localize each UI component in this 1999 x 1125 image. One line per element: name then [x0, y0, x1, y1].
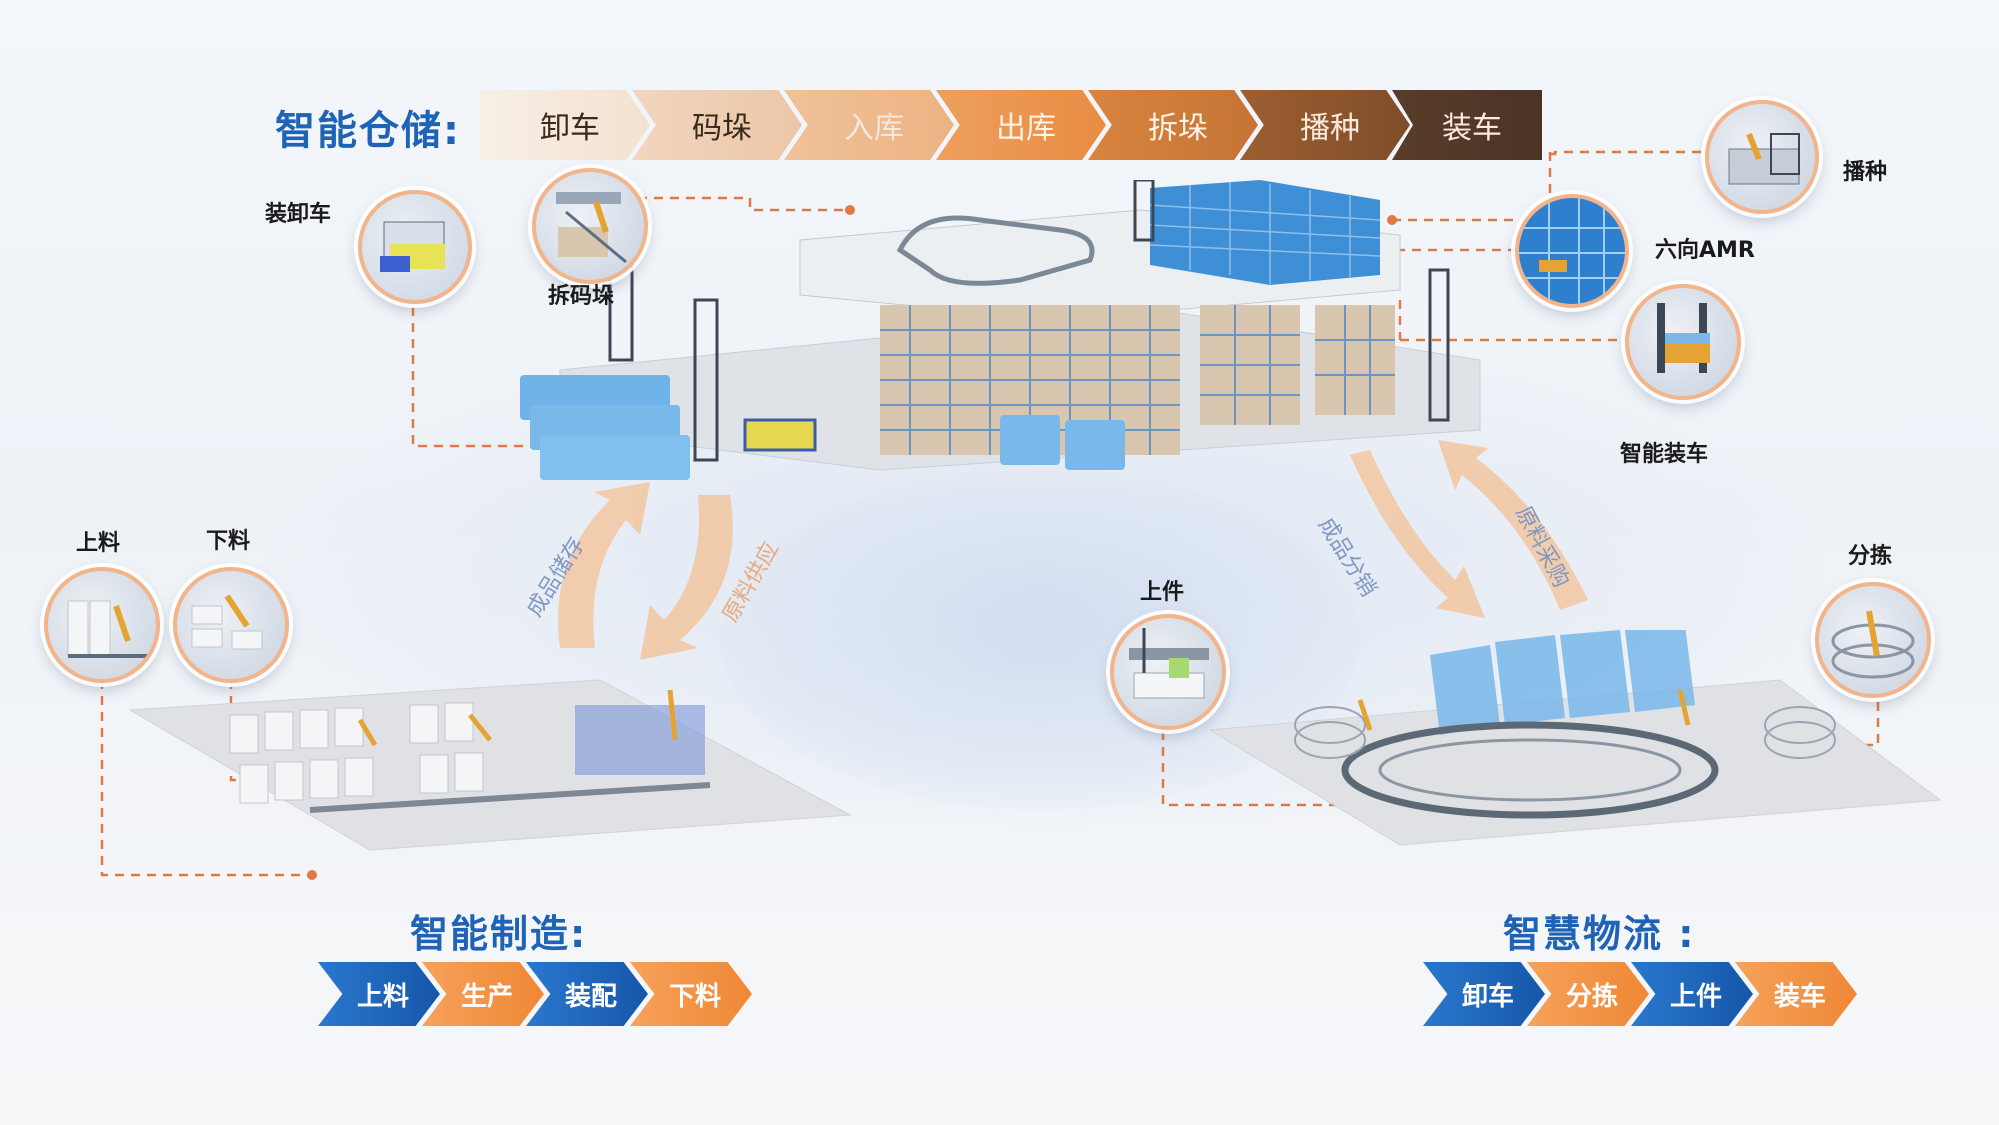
pickup-callout-label: 上件 [1140, 580, 1185, 605]
manufacturing-step: 装配 [526, 962, 648, 1026]
loader-callout-thumb[interactable] [358, 190, 472, 304]
smart-loading-callout-thumb[interactable] [1625, 284, 1741, 400]
warehouse-step-inbound: 入库 [784, 90, 954, 160]
step-label: 拆垛 [1148, 111, 1208, 146]
warehouse-step-sowing: 播种 [1240, 90, 1410, 160]
step-label: 出库 [996, 111, 1056, 146]
sort-callout-label: 分拣 [1848, 544, 1893, 569]
manufacturing-step: 下料 [630, 962, 752, 1026]
smart-loading-callout-label: 智能装车 [1620, 442, 1709, 467]
manufacturing-title: 智能制造: [410, 912, 588, 956]
manufacturing-steps: 上料 生产 装配 下料 [318, 962, 752, 1026]
step-label: 卸车 [1461, 981, 1514, 1012]
logistics-step: 卸车 [1423, 962, 1545, 1026]
loader-callout-label: 装卸车 [265, 202, 332, 227]
step-label: 卸车 [540, 111, 600, 146]
manufacturing-illustration [130, 679, 852, 851]
sowing-callout-label: 播种 [1843, 160, 1888, 185]
step-label: 分拣 [1565, 981, 1618, 1012]
depalletize-callout-thumb[interactable] [532, 168, 648, 284]
step-label: 下料 [668, 981, 721, 1012]
step-label: 装配 [564, 981, 617, 1012]
step-label: 码垛 [692, 111, 752, 146]
logistics-step: 装车 [1735, 962, 1857, 1026]
warehouse-step-palletize: 码垛 [632, 90, 802, 160]
warehouse-steps: 卸车 码垛 入库 出库 拆垛 播种 装车 [480, 90, 1542, 160]
step-label: 上件 [1669, 981, 1722, 1012]
warehouse-step-loading: 装车 [1392, 90, 1542, 160]
unload-callout-thumb[interactable] [173, 567, 289, 683]
unload-callout-label: 下料 [206, 529, 251, 554]
warehouse-step-outbound: 出库 [936, 90, 1106, 160]
logistics-step: 上件 [1631, 962, 1753, 1026]
step-label: 上料 [356, 981, 409, 1012]
step-label: 装车 [1773, 981, 1826, 1012]
load-callout-label: 上料 [76, 531, 121, 556]
warehouse-illustration [520, 180, 1481, 480]
warehouse-title: 智能仓储: [275, 108, 461, 154]
logistics-step: 分拣 [1527, 962, 1649, 1026]
step-label: 生产 [460, 981, 513, 1012]
depalletize-callout-label: 拆码垛 [548, 284, 615, 309]
pickup-callout-thumb[interactable] [1110, 614, 1226, 730]
step-label: 装车 [1442, 111, 1502, 146]
sowing-callout-thumb[interactable] [1705, 100, 1819, 214]
manufacturing-step: 上料 [318, 962, 440, 1026]
amr-callout-label: 六向AMR [1655, 238, 1755, 263]
logistics-steps: 卸车 分拣 上件 装车 [1423, 962, 1857, 1026]
logistics-title: 智慧物流 : [1503, 912, 1696, 956]
step-label: 入库 [844, 111, 904, 146]
manufacturing-step: 生产 [422, 962, 544, 1026]
step-label: 播种 [1300, 111, 1360, 146]
logistics-illustration [1210, 630, 1942, 846]
load-callout-thumb[interactable] [44, 567, 160, 683]
amr-callout-thumb[interactable] [1515, 194, 1629, 308]
warehouse-step-depalletize: 拆垛 [1088, 90, 1258, 160]
sort-callout-thumb[interactable] [1815, 582, 1931, 698]
warehouse-step-unload: 卸车 [480, 90, 650, 160]
